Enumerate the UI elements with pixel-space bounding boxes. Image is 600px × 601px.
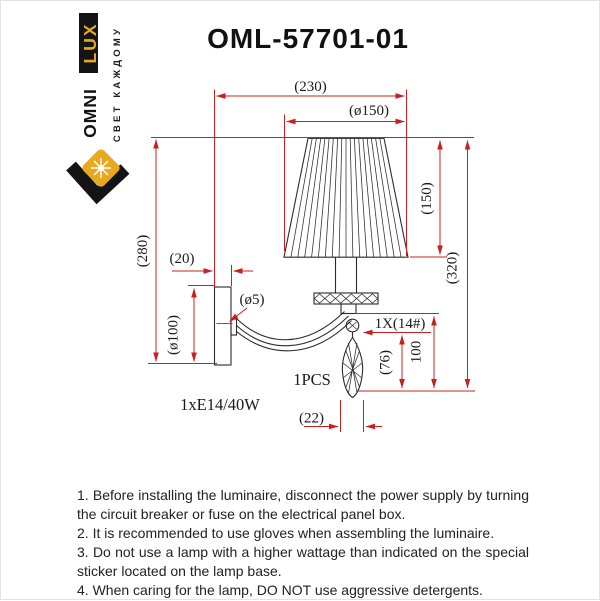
dim-crystal-width: (22) [299,411,324,427]
dim-crystal-length: (76) [378,350,394,375]
instruction-item-3: 3. Do not use a lamp with a higher watta… [77,544,529,579]
socket-label: 1xE14/40W [180,395,260,414]
logo-diamond-icon [66,149,130,205]
wall-plate [213,286,232,366]
dim-backplate-diameter: (ø100) [166,315,182,355]
shade-pleats [290,138,402,258]
dimension-lines [148,89,475,432]
crystal-facets [342,342,363,394]
dim-shade-diameter: (ø150) [349,103,389,119]
dim-mount-hole: (ø5) [240,292,265,308]
instruction-item-1: 1. Before installing the luminaire, disc… [77,487,529,522]
crystal-drop [341,336,364,399]
dim-total-height: (320) [445,252,461,285]
arm-mount [230,318,238,336]
logo-lux-box [79,13,98,73]
dim-backplate-height: (280) [135,235,151,268]
instruction-item-4: 4. When caring for the lamp, DO NOT use … [77,582,483,598]
candle-connector [340,303,357,315]
wall-sconce-outline [213,137,409,399]
dim-shade-height: (150) [419,182,435,215]
dim-backplate-depth: (20) [170,251,195,267]
crystal-band-pattern [313,293,379,304]
instructions-block: 1. Before installing the luminaire, disc… [77,486,529,600]
lamp-shade [283,137,409,258]
product-code-title: OML-57701-01 [207,23,409,54]
dim-crystal-spec: 1X(14#) [375,316,426,332]
dim-drop-distance: 100 [409,341,425,364]
quantity-label: 1PCS [293,370,331,389]
dim-total-depth: (230) [294,79,327,95]
instruction-item-2: 2. It is recommended to use gloves when … [77,525,495,541]
curved-arm [236,311,352,352]
